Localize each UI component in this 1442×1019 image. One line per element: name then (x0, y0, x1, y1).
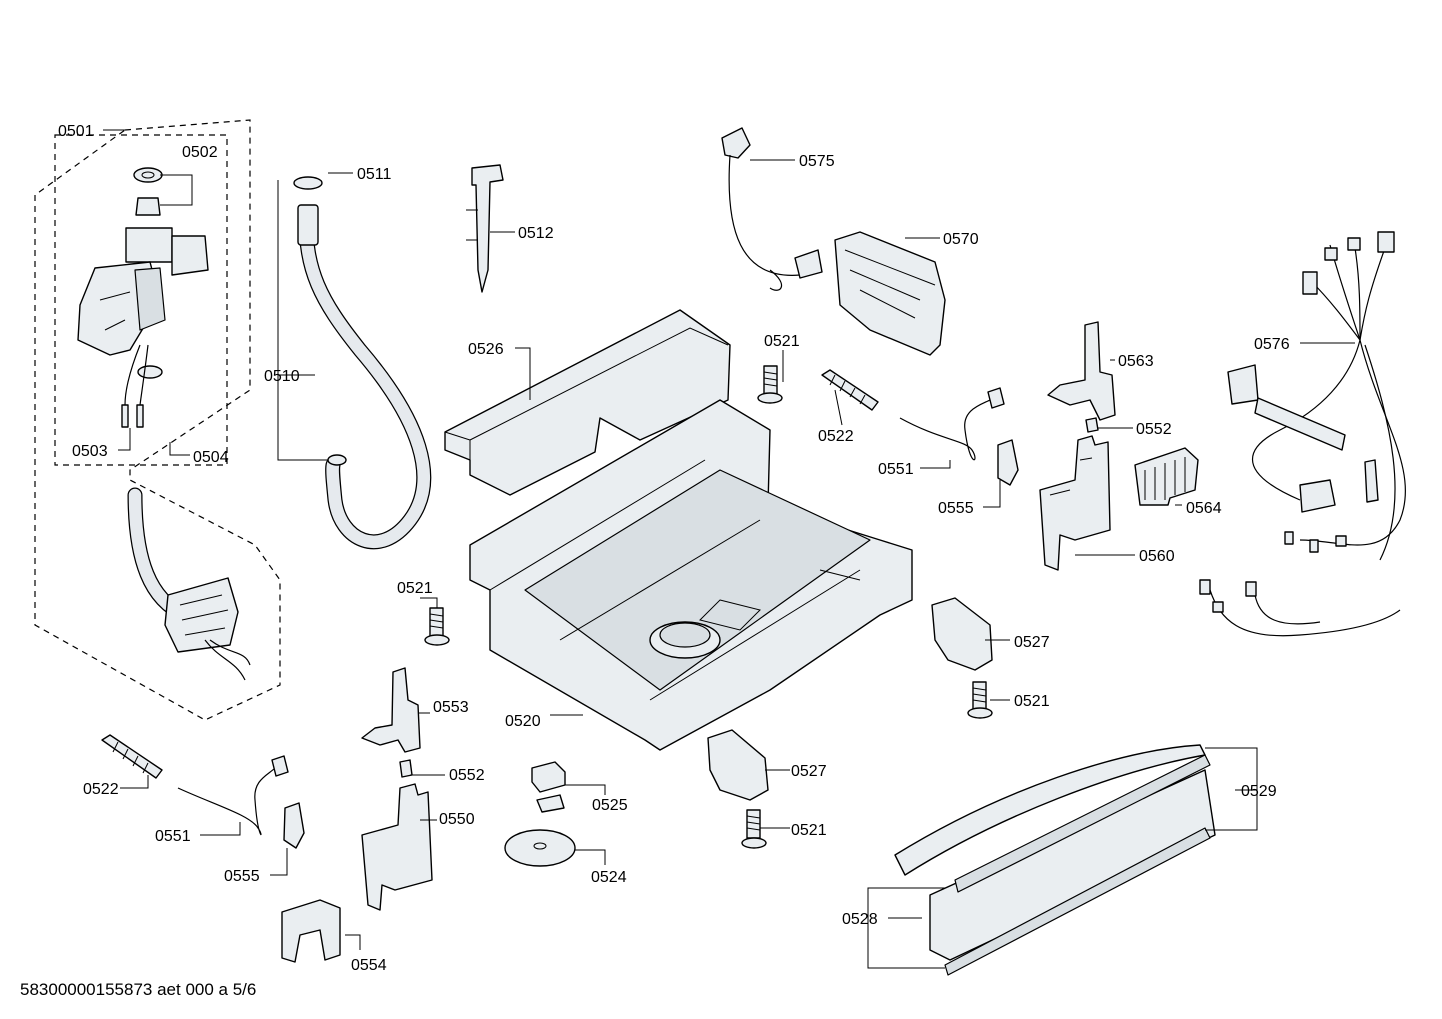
label-0503: 0503 (72, 443, 108, 460)
part-0553-bracket (361, 667, 421, 753)
assembly-0502-outline (54, 134, 228, 466)
leader-lines (103, 129, 1355, 969)
label-0525: 0525 (592, 797, 628, 814)
part-0560-bracket (1039, 435, 1111, 571)
part-labels: 0501 0502 0503 0504 0510 0511 0512 0526 … (58, 123, 1290, 974)
label-0502: 0502 (182, 144, 218, 161)
part-0550-bracket (361, 783, 433, 911)
part-0520-base (469, 399, 913, 751)
label-0564: 0564 (1186, 500, 1222, 517)
part-0526-cover (444, 309, 731, 496)
label-0504: 0504 (193, 449, 229, 466)
label-0553: 0553 (433, 699, 469, 716)
part-0576-harness (1199, 231, 1407, 637)
label-0550: 0550 (439, 811, 475, 828)
label-0560: 0560 (1139, 548, 1175, 565)
label-0527-b: 0527 (791, 763, 827, 780)
part-0524-disc (504, 829, 576, 867)
part-0563-bracket (1047, 321, 1116, 421)
label-0528: 0528 (842, 911, 878, 928)
part-0570-module (834, 231, 946, 356)
label-0526: 0526 (468, 341, 504, 358)
label-0576: 0576 (1254, 336, 1290, 353)
label-0522-a: 0522 (818, 428, 854, 445)
label-0524: 0524 (591, 869, 627, 886)
part-0525 (531, 761, 566, 813)
part-0512-hook (466, 164, 504, 293)
label-0552-a: 0552 (1136, 421, 1172, 438)
part-0527-feet (707, 597, 993, 801)
label-0554: 0554 (351, 957, 387, 974)
part-0521-screws (424, 365, 993, 849)
label-0521-b: 0521 (397, 580, 433, 597)
label-0510: 0510 (264, 368, 300, 385)
part-0522-springs (101, 369, 879, 779)
label-0552-b: 0552 (449, 767, 485, 784)
label-0521-a: 0521 (764, 333, 800, 350)
label-0527-a: 0527 (1014, 634, 1050, 651)
part-0551-cables (177, 387, 1005, 836)
part-0564-grid (1134, 447, 1199, 506)
label-0551-a: 0551 (878, 461, 914, 478)
label-0511: 0511 (357, 166, 392, 183)
inlet-valve (77, 167, 209, 428)
label-0555-b: 0555 (224, 868, 260, 885)
label-0555-a: 0555 (938, 500, 974, 517)
part-0528-0529-panel (894, 744, 1216, 976)
drain-hose (293, 176, 432, 550)
label-0521-c: 0521 (1014, 693, 1050, 710)
label-0563: 0563 (1118, 353, 1154, 370)
document-id: 58300000155873 aet 000 a 5/6 (20, 980, 257, 999)
part-0555-clips (283, 439, 1019, 849)
label-0521-d: 0521 (791, 822, 827, 839)
label-0512: 0512 (518, 225, 554, 242)
part-0575-power-cord (721, 127, 823, 291)
label-0551-b: 0551 (155, 828, 191, 845)
label-0520: 0520 (505, 713, 541, 730)
inlet-hose (127, 487, 251, 681)
label-0529: 0529 (1241, 783, 1277, 800)
label-0501: 0501 (58, 123, 94, 140)
label-0575: 0575 (799, 153, 835, 170)
label-0522-b: 0522 (83, 781, 119, 798)
part-0554 (281, 899, 341, 963)
label-0570: 0570 (943, 231, 979, 248)
